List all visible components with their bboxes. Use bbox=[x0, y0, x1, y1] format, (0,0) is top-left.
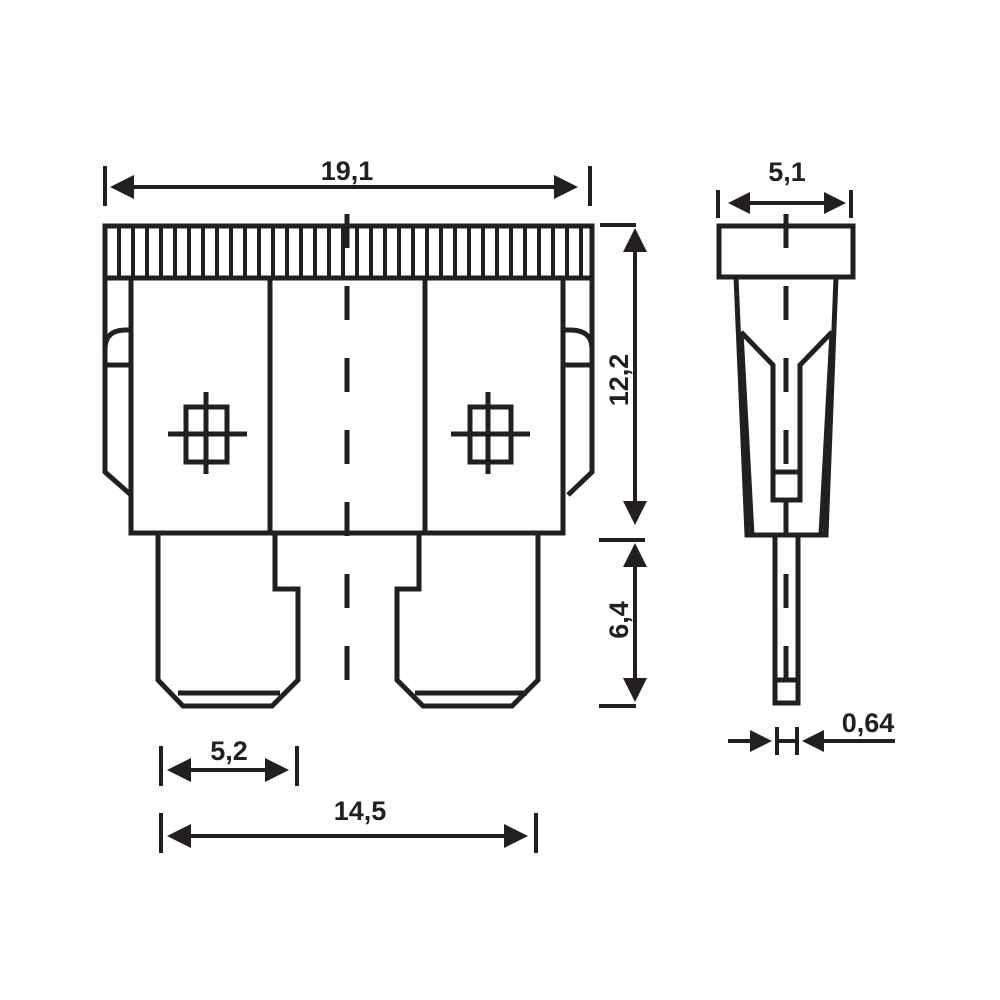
dim-body-height: 12,2 bbox=[600, 223, 647, 525]
dim-label-body-height: 12,2 bbox=[604, 354, 634, 407]
blade-left bbox=[155, 533, 301, 709]
dim-label-blade-thickness: 0,64 bbox=[842, 708, 895, 738]
dim-label-blade-span: 14,5 bbox=[334, 796, 387, 826]
dim-blade-thickness: 0,64 bbox=[728, 708, 895, 755]
left-side-tab bbox=[102, 278, 133, 497]
dim-overall-width: 19,1 bbox=[103, 156, 592, 206]
test-point-right bbox=[451, 392, 530, 474]
blade-right bbox=[394, 533, 541, 709]
dim-blade-width: 5,2 bbox=[159, 736, 299, 786]
dim-label-overall-width: 19,1 bbox=[321, 156, 374, 186]
dim-side-width: 5,1 bbox=[716, 157, 853, 218]
test-point-left bbox=[168, 392, 247, 474]
dim-blade-span: 14,5 bbox=[159, 796, 538, 853]
dim-label-blade-width: 5,2 bbox=[210, 736, 248, 766]
side-view bbox=[716, 214, 856, 712]
dim-blade-length: 6,4 bbox=[599, 538, 647, 708]
dim-label-side-width: 5,1 bbox=[768, 157, 806, 187]
front-view bbox=[102, 214, 595, 712]
dim-label-blade-length: 6,4 bbox=[604, 601, 634, 639]
right-side-tab bbox=[563, 278, 595, 497]
